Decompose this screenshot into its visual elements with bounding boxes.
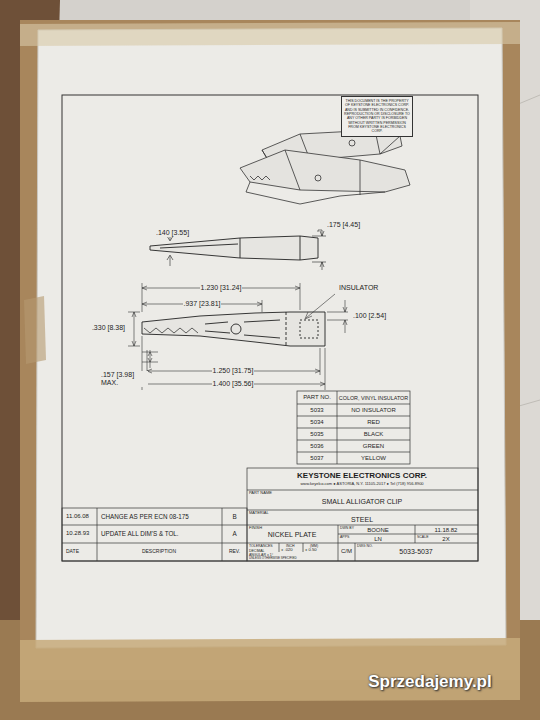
table-header: COLOR, VINYL INSULATOR (339, 395, 408, 401)
dimension: .175 [4.45] (326, 221, 361, 229)
revision-description: CHANGE AS PER ECN 08-175 (101, 513, 189, 520)
dimension: .330 [8.38] (91, 324, 126, 332)
field-label: APPS (340, 535, 349, 539)
column-header: DESCRIPTION (142, 549, 176, 555)
field-label: DECIMAL (249, 549, 265, 553)
revision-date: 11.06.08 (66, 513, 89, 520)
callout-label: INSULATOR (338, 284, 379, 292)
field-label: DWG NO. (357, 544, 373, 548)
table-cell: 5033 (310, 407, 323, 414)
drawing-number: 5033-5037 (399, 548, 432, 556)
table-cell: YELLOW (361, 455, 386, 462)
dimension: .140 [3.55] (155, 229, 190, 237)
column-header: REV. (229, 549, 240, 555)
dimension: .157 [3.98] MAX. (100, 371, 148, 387)
table-cell: RED (367, 419, 380, 426)
field-value: SMALL ALLIGATOR CLIP (322, 498, 402, 506)
field-value: LN (374, 536, 382, 543)
column-header: DATE (66, 549, 79, 555)
dimension: 1.400 [35.56] (212, 380, 255, 388)
table-cell: 5037 (310, 455, 323, 462)
watermark: Sprzedajemy.pl (368, 672, 491, 692)
table-header: PART NO. (303, 394, 331, 401)
field-value: 2X (442, 536, 449, 543)
field-label: SCALE (417, 535, 428, 539)
dimension: .100 [2.54] (352, 312, 387, 320)
field-label: UNLESS OTHERWISE SPECIFIED (249, 557, 297, 560)
field-value: NICKEL PLATE (268, 531, 317, 539)
company-address: www.keyelco.com ● ASTORIA, N.Y. 11105-20… (300, 482, 423, 487)
field-value: STEEL (351, 516, 373, 524)
table-cell: BLACK (364, 431, 384, 438)
table-cell: GREEN (363, 443, 384, 450)
dimension: 1.250 [31.75] (212, 367, 255, 375)
table-cell: 5034 (310, 419, 323, 426)
field-value: C/M (341, 548, 352, 555)
revision-letter: B (232, 513, 236, 520)
tolerance: ± .020 (281, 548, 293, 553)
table-cell: 5036 (310, 443, 323, 450)
field-value: 11.18.82 (435, 527, 458, 534)
dimension: 1.230 [31.24] (200, 284, 243, 292)
revision-letter: A (232, 530, 236, 537)
field-label: FINISH (249, 526, 262, 531)
revision-description: UPDATE ALL DIM'S & TOL. (101, 530, 179, 537)
tolerance: ± 0.50 (305, 548, 317, 553)
company-name: KEYSTONE ELECTRONICS CORP. (297, 471, 427, 480)
field-label: TOLERANCES (249, 544, 273, 548)
table-cell: NO INSULATOR (351, 407, 395, 414)
field-label: MATERIAL (249, 511, 269, 516)
field-label: DWN BY (340, 526, 354, 530)
table-cell: 5035 (310, 431, 323, 438)
field-label: PART NAME (249, 491, 272, 496)
notice-text: THIS DOCUMENT IS THE PROPERTY OF KEYSTON… (344, 99, 410, 134)
notice-box: THIS DOCUMENT IS THE PROPERTY OF KEYSTON… (341, 96, 413, 137)
dimension: .937 [23.81] (183, 300, 222, 308)
revision-date: 10.28.93 (66, 530, 89, 537)
field-value: BOONE (367, 527, 389, 534)
